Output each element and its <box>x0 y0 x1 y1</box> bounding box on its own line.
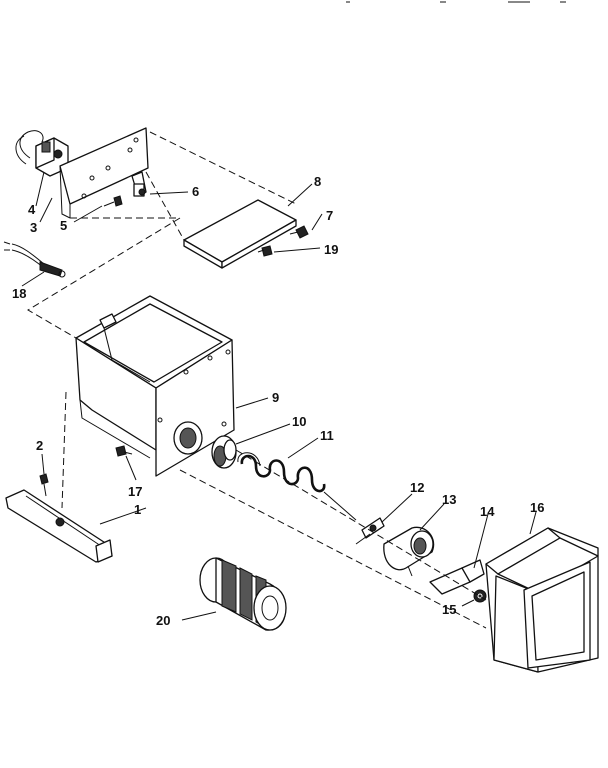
callout-19: 19 <box>324 242 338 257</box>
auger-spring-part-11 <box>237 452 357 521</box>
callout-1: 1 <box>134 502 141 517</box>
callout-5: 5 <box>60 218 67 233</box>
callout-18: 18 <box>12 286 26 301</box>
clip-part-6 <box>133 183 146 197</box>
callout-14: 14 <box>480 504 495 519</box>
bracket-part-1 <box>5 489 113 563</box>
callout-2: 2 <box>36 438 43 453</box>
callout-16: 16 <box>530 500 544 515</box>
callout-11: 11 <box>320 428 334 443</box>
screw-part-17 <box>115 445 133 457</box>
cover-plate-part-8 <box>183 199 297 269</box>
assembly-guide-lines <box>27 131 487 629</box>
screw-part-19 <box>257 245 273 257</box>
wire-harness-part-18 <box>3 241 66 278</box>
screw-part-5 <box>103 195 123 207</box>
nut-part-15 <box>473 589 487 603</box>
callout-17: 17 <box>128 484 142 499</box>
callout-9: 9 <box>272 390 279 405</box>
callout-8: 8 <box>314 174 321 189</box>
bracket-part-14 <box>429 559 485 595</box>
screw-part-2 <box>39 473 49 497</box>
blade-part-12 <box>355 517 385 545</box>
callout-10: 10 <box>292 414 306 429</box>
front-cover-part-16 <box>485 527 599 673</box>
screw-part-7 <box>289 225 309 239</box>
callout-13: 13 <box>442 492 456 507</box>
drum-part-20 <box>199 557 287 631</box>
callout-12: 12 <box>410 480 424 495</box>
mounting-plate-part-3 <box>59 127 149 219</box>
callout-7: 7 <box>326 208 333 223</box>
callout-20: 20 <box>156 613 170 628</box>
callout-6: 6 <box>192 184 199 199</box>
callout-15: 15 <box>442 602 456 617</box>
leader-lines <box>21 171 537 621</box>
bushing-part-10 <box>211 435 237 469</box>
callout-labels: 1 2 3 4 5 6 7 8 9 10 11 12 13 14 15 16 1… <box>12 174 544 628</box>
chute-part-13 <box>383 526 435 577</box>
callout-4: 4 <box>28 202 36 217</box>
callout-3: 3 <box>30 220 37 235</box>
ice-bin-part-9 <box>75 295 235 477</box>
